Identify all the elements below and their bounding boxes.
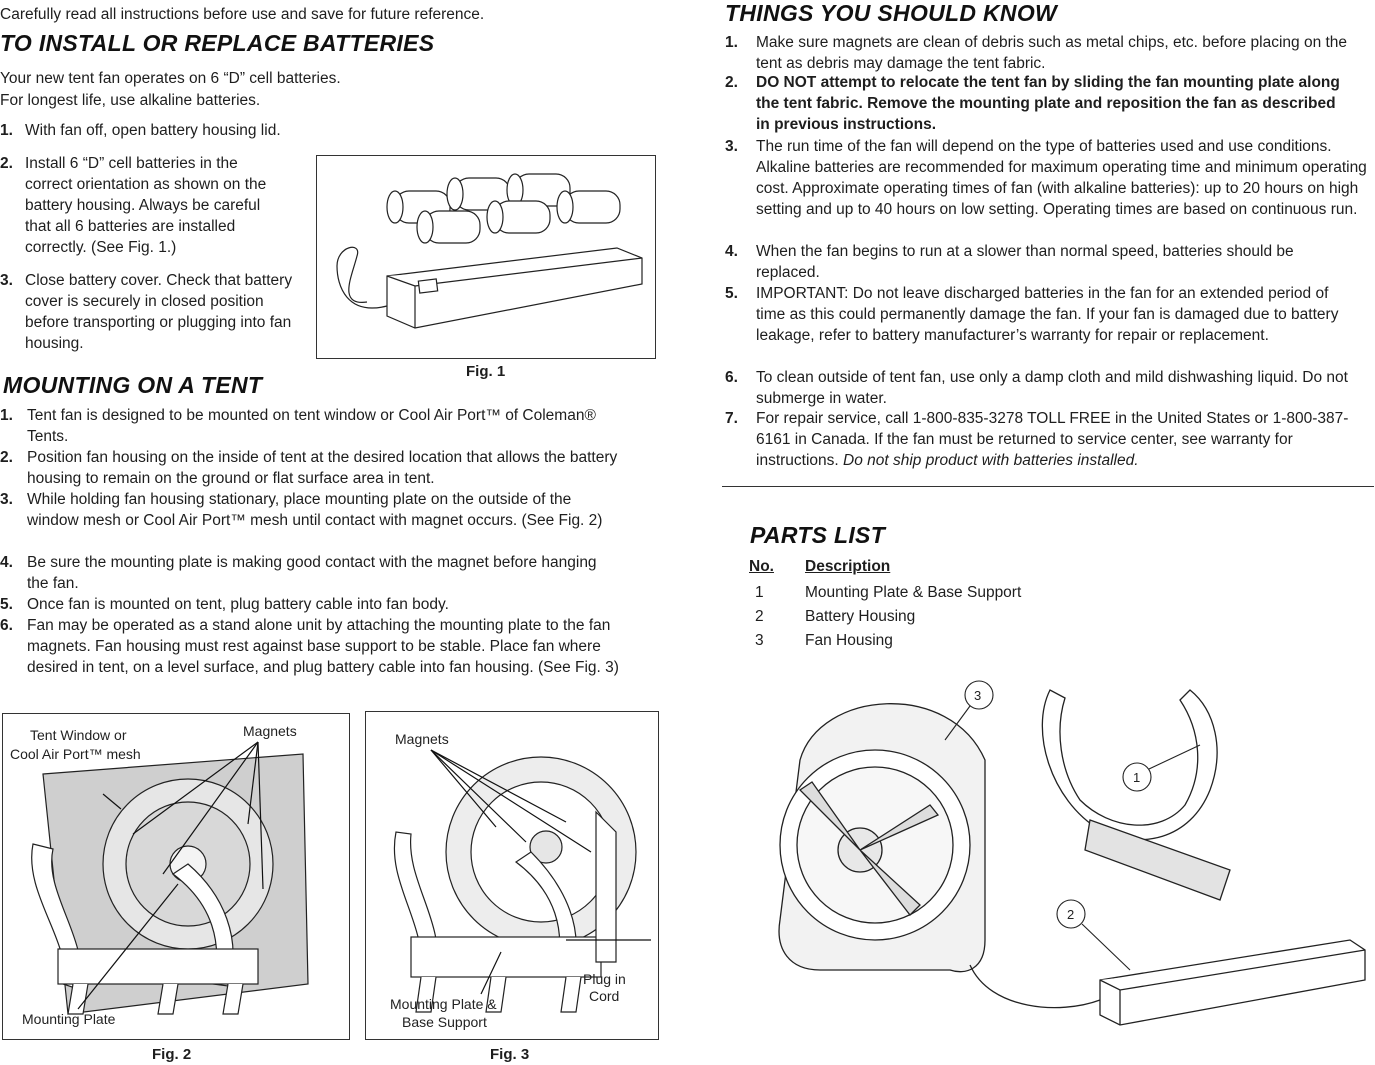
install-heading: TO INSTALL OR REPLACE BATTERIES <box>0 30 435 56</box>
mounting-step-2: 2. Position fan housing on the inside of… <box>0 449 618 487</box>
install-step-2: 2. Install 6 “D” cell batteries in the c… <box>0 155 267 256</box>
fig2-label-window: Tent Window or <box>30 727 127 743</box>
parts-row-1-desc: Mounting Plate & Base Support <box>805 584 1022 601</box>
fig2-label-mesh: Cool Air Port™ mesh <box>10 746 141 762</box>
mounting-step-5: 5. Once fan is mounted on tent, plug bat… <box>0 596 449 613</box>
know-item-4: 4. When the fan begins to run at a slowe… <box>725 243 1294 281</box>
install-step-3: 3. Close battery cover. Check that batte… <box>0 272 293 352</box>
fig3-caption: Fig. 3 <box>490 1046 530 1063</box>
parts-row-3-no: 3 <box>755 632 764 649</box>
know-item-3: 3. The run time of the fan will depend o… <box>725 138 1367 218</box>
callout-1-label: 1 <box>1133 770 1141 785</box>
mounting-step-1: 1. Tent fan is designed to be mounted on… <box>0 407 596 445</box>
parts-row-3-desc: Fan Housing <box>805 632 893 649</box>
fig2-caption: Fig. 2 <box>152 1046 192 1063</box>
mounting-heading: MOUNTING ON A TENT <box>3 372 263 398</box>
install-step-1: 1. With fan off, open battery housing li… <box>0 122 281 139</box>
know-heading: THINGS YOU SHOULD KNOW <box>725 0 1058 26</box>
install-intro-2: For longest life, use alkaline batteries… <box>0 92 261 109</box>
fig3-label-plate-1: Mounting Plate & <box>390 996 497 1012</box>
know-item-7-warning: Do not ship product with batteries insta… <box>843 452 1139 469</box>
fig1-caption: Fig. 1 <box>466 363 506 380</box>
fig2-label-magnets: Magnets <box>243 723 297 739</box>
battery-housing-drawing <box>336 173 643 329</box>
fig3-label-magnets: Magnets <box>395 731 449 747</box>
install-intro-1: Your new tent fan operates on 6 “D” cell… <box>0 70 341 87</box>
know-item-7-text: For repair service, call 1-800-835-3278 … <box>756 410 1349 469</box>
know-item-2: 2. DO NOT attempt to relocate the tent f… <box>725 74 1340 133</box>
fig2-illustration <box>2 713 350 1040</box>
fig3-label-plug-1: Plug in <box>583 971 626 987</box>
parts-col-desc: Description <box>805 558 891 575</box>
section-divider <box>722 486 1374 487</box>
fig2-label-plate: Mounting Plate <box>22 1011 116 1027</box>
fan-parts-drawing <box>778 680 1366 1026</box>
fig3-illustration <box>365 711 659 1040</box>
mounting-step-4: 4. Be sure the mounting plate is making … <box>0 554 597 592</box>
parts-row-2-desc: Battery Housing <box>805 608 916 625</box>
know-item-5: 5. IMPORTANT: Do not leave discharged ba… <box>725 285 1339 344</box>
know-item-7: 7. For repair service, call 1-800-835-32… <box>725 410 1349 469</box>
callout-3-circle <box>964 680 994 710</box>
know-item-1: 1. Make sure magnets are clean of debris… <box>725 34 1348 72</box>
parts-row-1-no: 1 <box>755 584 764 601</box>
fig1-illustration <box>316 155 656 359</box>
mounting-step-3: 3. While holding fan housing stationary,… <box>0 491 603 529</box>
parts-heading: PARTS LIST <box>750 522 886 548</box>
callout-2-label: 2 <box>1067 907 1075 922</box>
know-item-6: 6. To clean outside of tent fan, use onl… <box>725 369 1348 407</box>
mounting-step-6: 6. Fan may be operated as a stand alone … <box>0 617 619 676</box>
fan-on-tent-drawing <box>31 741 309 1015</box>
battery-icon <box>386 173 621 244</box>
fig3-label-plate-2: Base Support <box>402 1014 487 1030</box>
intro-note: Carefully read all instructions before u… <box>0 6 485 23</box>
parts-row-2-no: 2 <box>755 608 764 625</box>
callout-1-circle <box>1122 762 1152 792</box>
callout-2-circle <box>1056 899 1086 929</box>
callout-3-label: 3 <box>974 688 982 703</box>
parts-exploded-illustration: 3 1 2 <box>760 670 1370 1060</box>
fig3-label-plug-2: Cord <box>589 988 620 1004</box>
parts-col-no: No. <box>749 558 774 575</box>
standalone-fan-drawing <box>393 749 651 1013</box>
